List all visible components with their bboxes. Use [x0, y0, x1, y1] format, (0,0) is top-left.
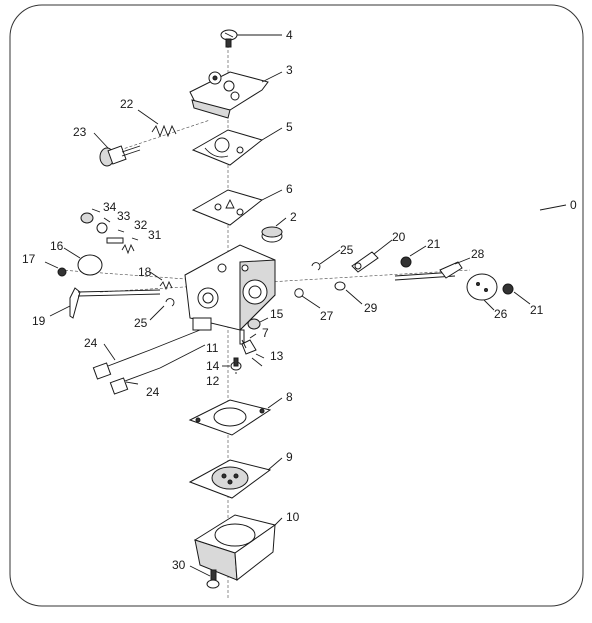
callout-6: 6	[286, 182, 293, 196]
screw-part-12	[230, 357, 242, 371]
small-parts-31-34	[80, 212, 135, 255]
callout-25a: 25	[134, 316, 148, 330]
spring-part-13	[251, 357, 263, 367]
callout-15: 15	[270, 307, 284, 321]
spring-part-27	[294, 288, 304, 298]
spring-part-22	[151, 124, 177, 138]
callout-32: 32	[134, 218, 148, 232]
leader-lines	[44, 34, 567, 577]
throttle-plate-part-16	[77, 254, 103, 276]
diaphragm-part-9	[188, 459, 272, 499]
fitting-part-15	[247, 318, 261, 330]
pump-cover-part-3	[189, 71, 269, 119]
callout-33: 33	[117, 209, 131, 223]
callout-25b: 25	[340, 243, 354, 257]
lever-part-14	[241, 339, 257, 355]
callout-21a: 21	[427, 237, 441, 251]
spring-part-18	[159, 280, 173, 291]
callout-14: 14	[206, 359, 220, 373]
nut-part-21b	[502, 283, 514, 295]
needle-part-24a	[92, 329, 201, 380]
screw-part-4	[220, 29, 238, 48]
callout-19: 19	[32, 314, 46, 328]
callout-11: 11	[206, 341, 219, 355]
callout-10: 10	[286, 510, 300, 524]
callout-17: 17	[22, 252, 36, 266]
e-clip-part-25a	[165, 298, 175, 307]
shaft-part-19	[69, 287, 161, 319]
callout-18: 18	[138, 265, 152, 279]
callout-28: 28	[471, 247, 485, 261]
callout-34: 34	[103, 200, 117, 214]
callout-22: 22	[120, 97, 134, 111]
callout-29: 29	[364, 301, 378, 315]
callout-24a: 24	[84, 336, 98, 350]
diaphragm-part-6	[191, 189, 264, 226]
cap-part-2	[261, 226, 283, 243]
choke-plate-part-26	[466, 273, 498, 301]
callout-8: 8	[286, 390, 293, 404]
callout-27: 27	[320, 309, 334, 323]
cover-part-10	[193, 514, 277, 581]
needle-part-24b	[109, 344, 206, 395]
nut-part-17	[57, 267, 67, 277]
callout-3: 3	[286, 63, 293, 77]
washer-part-29	[334, 281, 346, 291]
callout-31: 31	[148, 228, 162, 242]
callout-16: 16	[50, 239, 64, 253]
callout-26: 26	[494, 307, 508, 321]
gasket-part-5	[191, 129, 264, 166]
callout-5: 5	[286, 120, 293, 134]
callout-7: 7	[262, 326, 269, 340]
adjust-screw-part-23	[99, 145, 141, 167]
callout-12: 12	[206, 374, 220, 388]
screw-part-30	[206, 569, 220, 589]
callout-21b: 21	[530, 303, 544, 317]
e-clip-part-25b	[311, 262, 321, 271]
callout-4: 4	[286, 28, 293, 42]
callout-0: 0	[570, 198, 577, 212]
callout-24b: 24	[146, 385, 160, 399]
callout-30: 30	[172, 558, 186, 572]
callout-13: 13	[270, 349, 284, 363]
callout-23: 23	[73, 125, 87, 139]
callout-20: 20	[392, 230, 406, 244]
carburetor-body	[184, 244, 276, 332]
diagram-frame	[9, 4, 584, 607]
choke-shaft-part-28	[394, 261, 463, 281]
nut-part-21a	[400, 256, 412, 268]
callout-9: 9	[286, 450, 293, 464]
gasket-part-8	[188, 399, 272, 436]
lever-part-20	[351, 251, 379, 273]
callout-2: 2	[290, 210, 297, 224]
